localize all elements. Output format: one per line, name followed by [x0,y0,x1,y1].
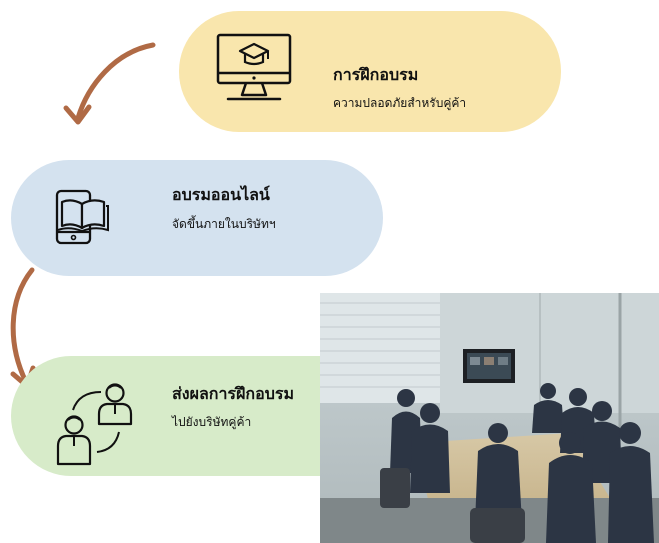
step-online-subtitle: จัดขึ้นภายในบริษัทฯ [172,217,276,231]
step-training-title: การฝึกอบรม [333,65,419,84]
meeting-room-photo [320,293,659,543]
step-online-title: อบรมออนไลน์ [172,185,270,204]
mobile-book-icon [55,189,109,245]
step-training-subtitle: ความปลอดภัยสำหรับคู่ค้า [333,96,467,110]
computer-training-icon [216,33,292,101]
step-training [179,11,561,132]
people-exchange-icon [56,383,133,466]
step-send-results-title: ส่งผลการฝึกอบรม [172,384,294,403]
step-send-results-subtitle: ไปยังบริษัทคู่ค้า [172,415,252,429]
